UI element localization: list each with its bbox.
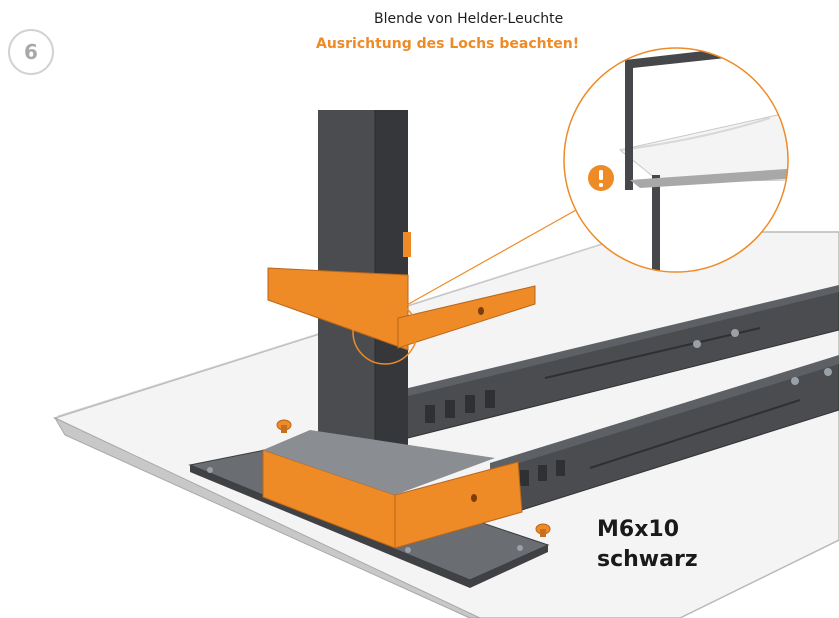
callout-connector bbox=[352, 204, 586, 365]
screw-label: M6x10 schwarz bbox=[597, 515, 698, 575]
detail-caption: Blende von Helder-Leuchte bbox=[374, 11, 564, 27]
screw-color: schwarz bbox=[597, 547, 698, 572]
leg-bracket bbox=[267, 232, 536, 351]
detail-zoom bbox=[563, 47, 789, 273]
warning-text: Ausrichtung des Lochs beachten! bbox=[316, 36, 580, 52]
screw-front bbox=[535, 523, 551, 537]
screw-size: M6x10 bbox=[597, 517, 680, 542]
step-number-badge: 6 bbox=[8, 29, 54, 75]
screw-rear bbox=[276, 419, 292, 433]
foot-cover bbox=[262, 430, 523, 549]
exclamation-icon bbox=[588, 165, 614, 191]
